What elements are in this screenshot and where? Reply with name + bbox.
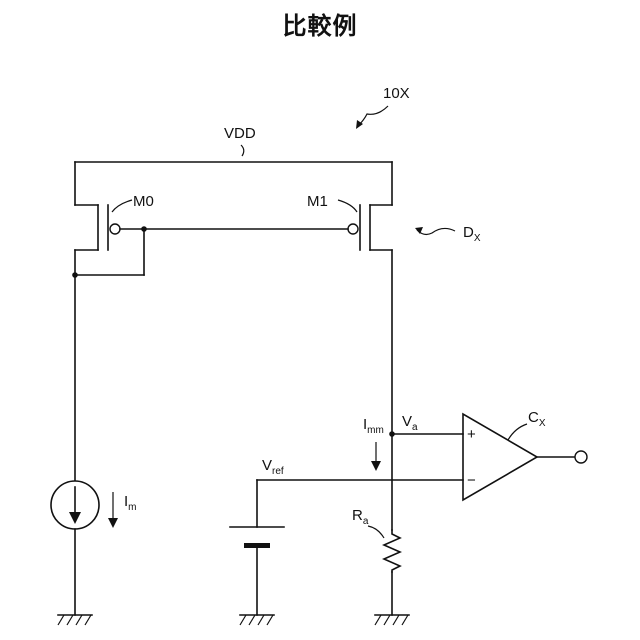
dx-label: DX xyxy=(463,224,481,244)
output-terminal xyxy=(575,451,587,463)
comparator-minus-label: − xyxy=(467,472,476,489)
ra-leader xyxy=(368,526,384,538)
ra-label: Ra xyxy=(352,507,369,527)
cx-label: CX xyxy=(528,409,546,429)
va-label: Va xyxy=(402,413,418,433)
ground-right xyxy=(375,615,409,625)
imm-direction-arrowhead xyxy=(371,461,381,471)
dx-leader xyxy=(417,228,455,234)
m1-gate-bubble xyxy=(348,224,358,234)
vdd-leader xyxy=(241,145,244,156)
transistor-m1 xyxy=(348,205,392,250)
m0-label: M0 xyxy=(133,193,154,210)
m1-leader xyxy=(338,200,357,212)
m0-gate-bubble xyxy=(110,224,120,234)
ground-left xyxy=(58,615,92,625)
imm-label: Imm xyxy=(363,416,384,436)
resistor-ra xyxy=(384,530,400,572)
transistor-m0 xyxy=(75,205,120,275)
cx-leader xyxy=(508,424,527,440)
battery-vref xyxy=(230,527,284,548)
comparator-plus-label: + xyxy=(467,426,476,443)
im-label: Im xyxy=(124,493,137,513)
m1-label: M1 xyxy=(307,193,328,210)
ground-battery xyxy=(240,615,274,625)
vref-label: Vref xyxy=(262,457,284,477)
reference-arrow xyxy=(358,106,388,126)
im-direction-arrowhead xyxy=(108,518,118,528)
vdd-label: VDD xyxy=(224,125,256,142)
reference-label-10x: 10X xyxy=(383,85,410,102)
m0-leader xyxy=(112,200,132,212)
